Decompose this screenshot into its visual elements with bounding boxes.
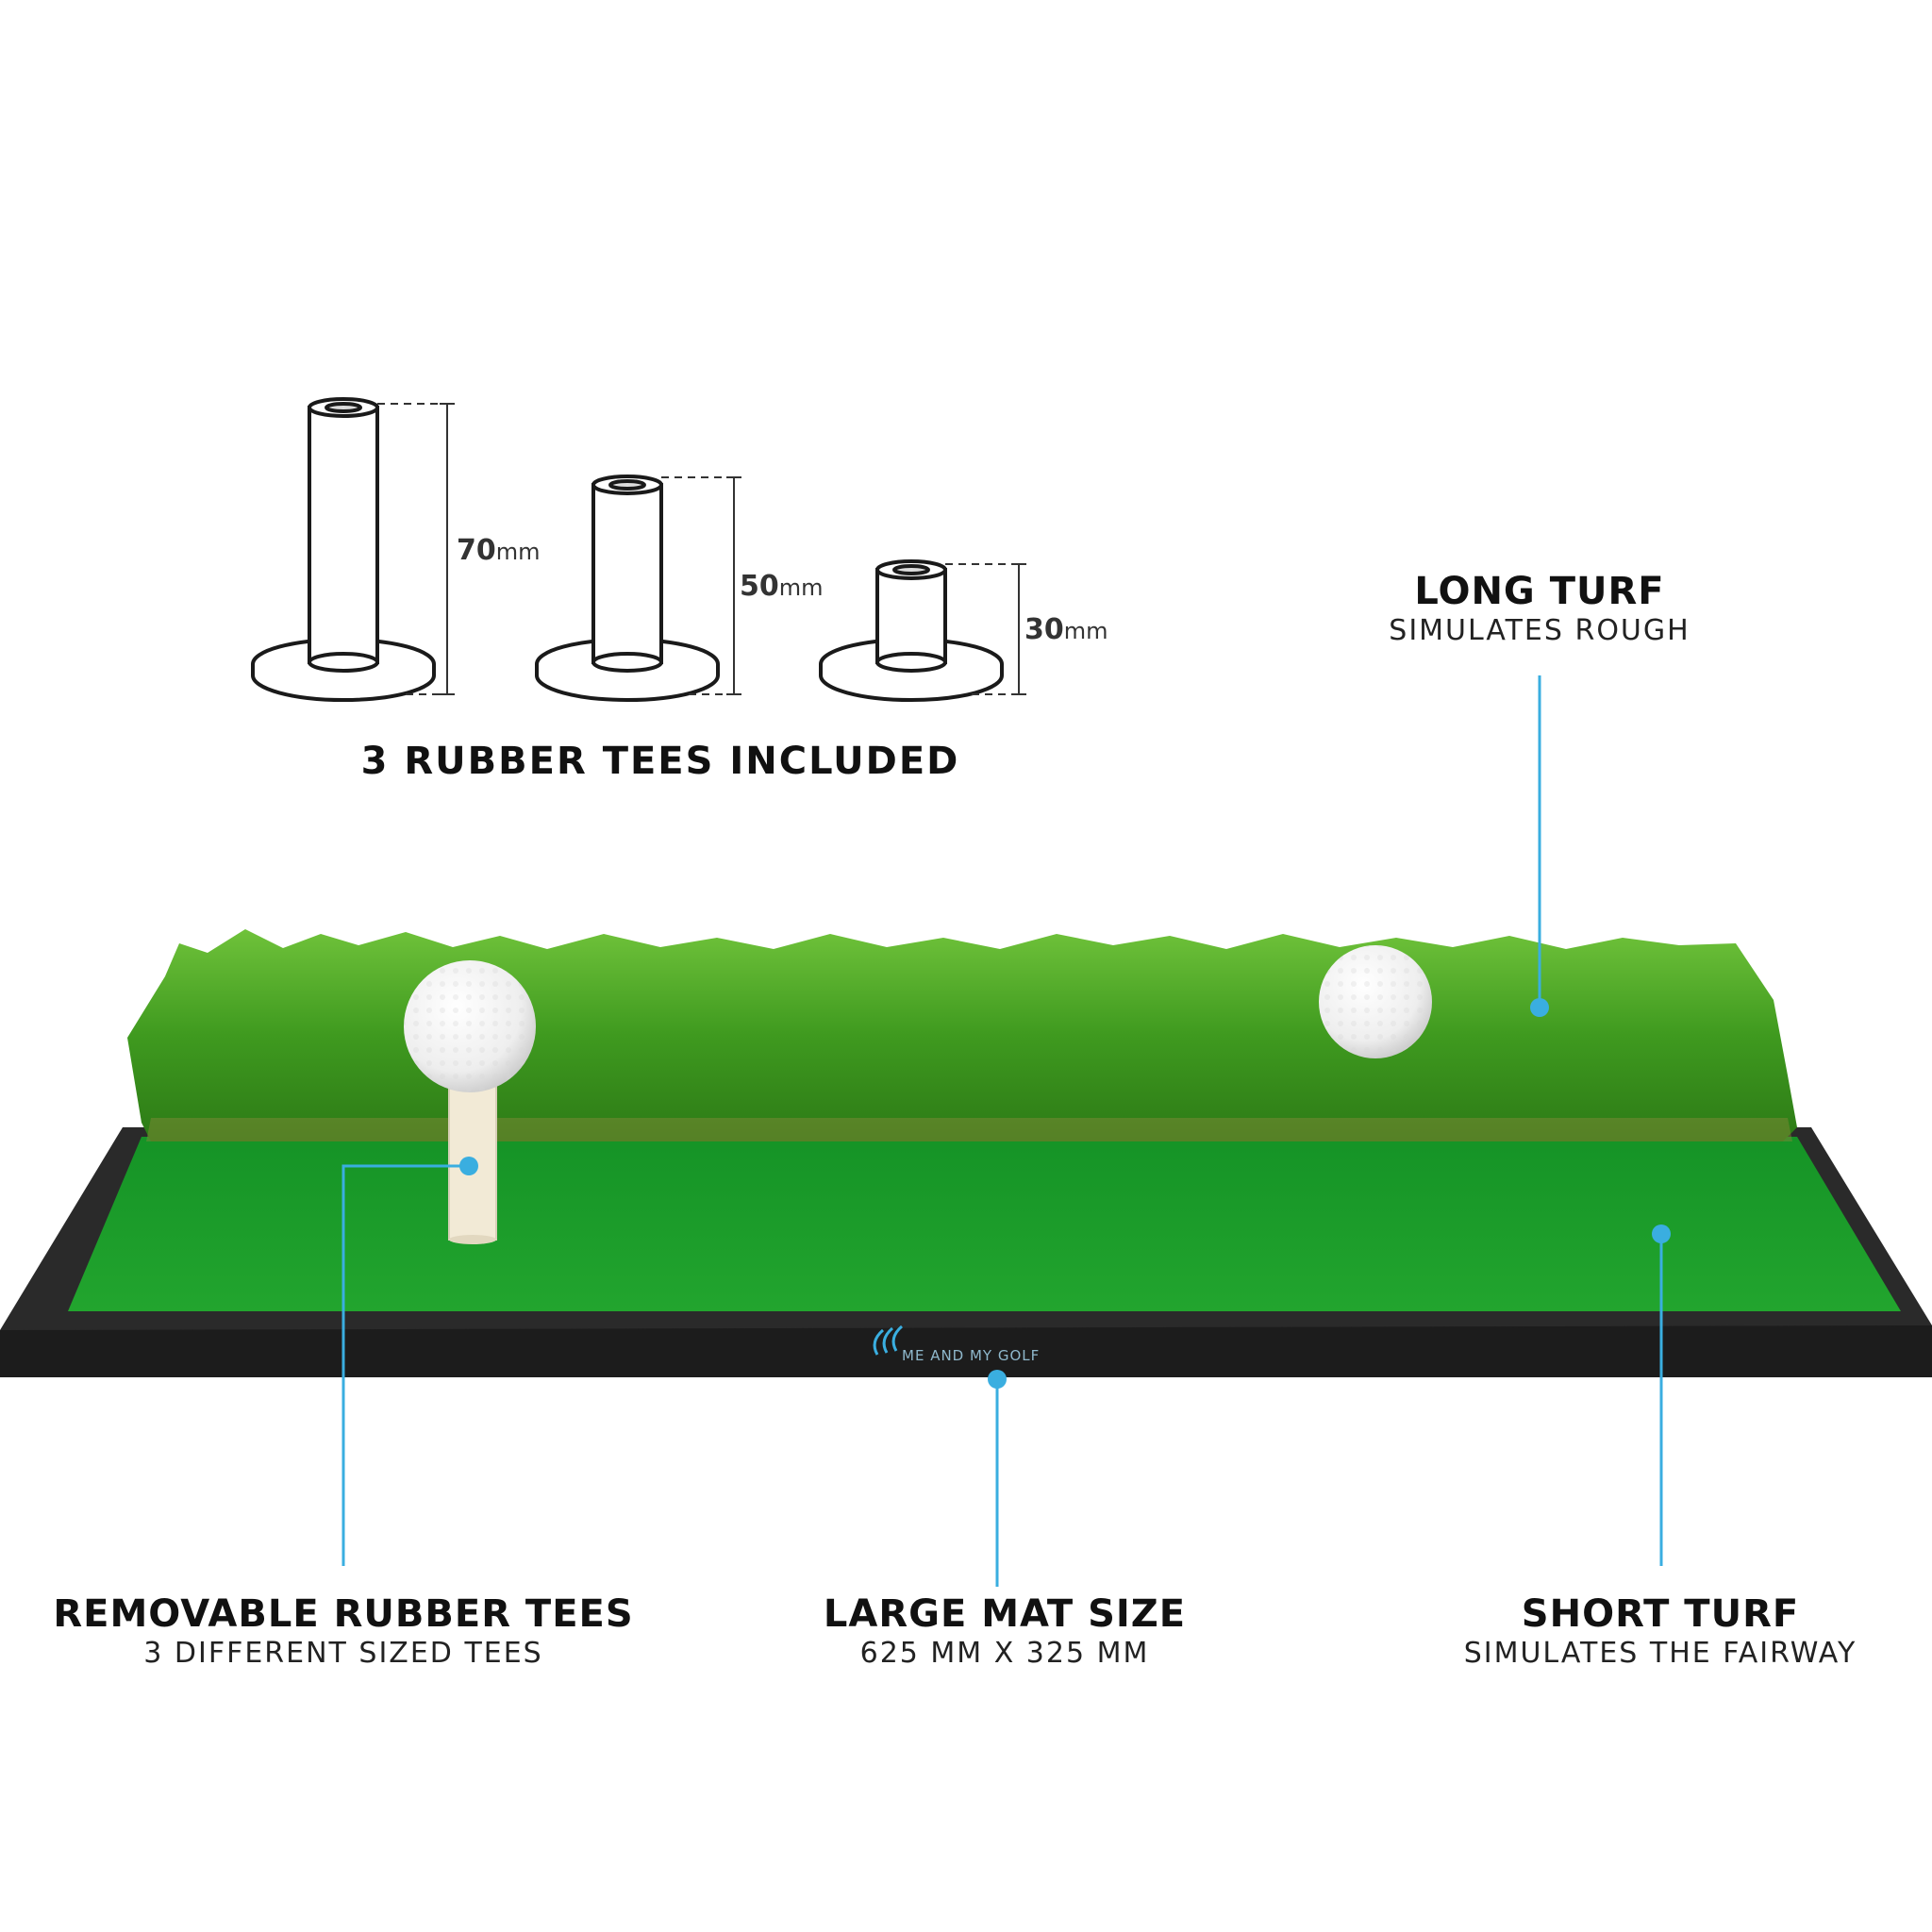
size-unit: mm — [778, 575, 824, 601]
size-unit: mm — [1063, 618, 1108, 644]
tee-diagram-50mm — [535, 475, 720, 702]
callout-subtitle: SIMULATES THE FAIRWAY — [1463, 1637, 1857, 1670]
dimension-label-30mm: 30mm — [1024, 613, 1108, 646]
dimension-line-70mm — [377, 403, 455, 695]
tee-diagram-30mm — [819, 559, 1004, 702]
dimension-line-50mm — [661, 476, 741, 695]
leader-rubber-tees — [341, 1164, 469, 1566]
callout-short-turf: SHORT TURF SIMULATES THE FAIRWAY — [1415, 1592, 1906, 1672]
callout-title: LARGE MAT SIZE — [823, 1592, 1187, 1636]
callout-subtitle: 625 MM X 325 MM — [859, 1637, 1150, 1670]
callout-title: LONG TURF — [1414, 570, 1665, 613]
golf-mat — [0, 929, 1932, 1377]
callout-title: REMOVABLE RUBBER TEES — [53, 1592, 634, 1636]
dot-mat-size — [988, 1370, 1007, 1389]
golf-ball-in-rough — [1319, 945, 1432, 1058]
callout-dots — [459, 998, 1671, 1389]
dimension-label-50mm: 50mm — [740, 570, 824, 603]
long-turf — [127, 929, 1797, 1141]
dot-rubber-tees — [459, 1157, 478, 1175]
brand-logo-icon — [873, 1324, 904, 1356]
brand-logo-text: ME AND MY GOLF — [902, 1347, 1041, 1364]
callout-long-turf: LONG TURF SIMULATES ROUGH — [1304, 570, 1775, 649]
dot-short-turf — [1652, 1224, 1671, 1243]
callout-leaders — [341, 675, 1663, 1587]
callout-title: SHORT TURF — [1521, 1592, 1800, 1636]
callout-subtitle: 3 DIFFERENT SIZED TEES — [143, 1637, 543, 1670]
tees-included-heading: 3 RUBBER TEES INCLUDED — [360, 740, 960, 783]
size-value: 70 — [457, 534, 496, 567]
size-value: 30 — [1024, 613, 1064, 646]
golf-ball-on-tee — [404, 960, 536, 1092]
dot-long-turf — [1530, 998, 1549, 1017]
dimension-line-30mm — [945, 563, 1026, 695]
dimension-label-70mm: 70mm — [457, 534, 541, 567]
callout-subtitle: SIMULATES ROUGH — [1389, 614, 1690, 647]
callout-rubber-tees: REMOVABLE RUBBER TEES 3 DIFFERENT SIZED … — [32, 1592, 655, 1672]
tee-diagram-70mm — [251, 397, 436, 702]
size-value: 50 — [740, 570, 779, 603]
callout-mat-size: LARGE MAT SIZE 625 MM X 325 MM — [759, 1592, 1250, 1672]
short-turf — [68, 1137, 1901, 1311]
size-unit: mm — [495, 539, 541, 565]
